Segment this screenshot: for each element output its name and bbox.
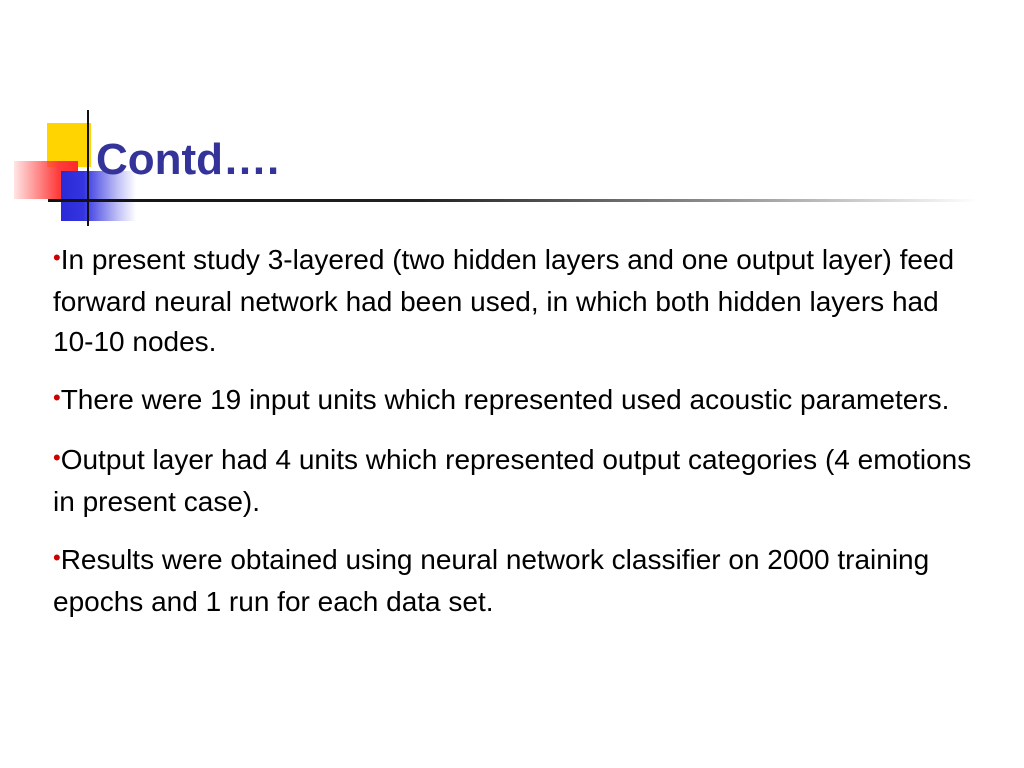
- bullet-item: •In present study 3-layered (two hidden …: [53, 240, 983, 362]
- bullet-item: •Results were obtained using neural netw…: [53, 540, 983, 622]
- bullet-dot-icon: •: [53, 445, 61, 470]
- bullet-item: •Output layer had 4 units which represen…: [53, 440, 983, 522]
- logo-vertical-line: [87, 110, 89, 226]
- bullet-dot-icon: •: [53, 385, 61, 410]
- overlapping-squares-logo-icon: [0, 0, 140, 240]
- bullet-list: •In present study 3-layered (two hidden …: [53, 240, 983, 640]
- slide-title: Contd….: [96, 135, 280, 184]
- bullet-dot-icon: •: [53, 245, 61, 270]
- bullet-item: •There were 19 input units which represe…: [53, 380, 983, 422]
- bullet-text: In present study 3-layered (two hidden l…: [53, 244, 955, 357]
- logo-yellow-square: [47, 123, 91, 167]
- logo-blue-square: [61, 171, 136, 221]
- bullet-text: There were 19 input units which represen…: [60, 384, 950, 415]
- bullet-text: Results were obtained using neural netwo…: [53, 544, 930, 617]
- bullet-text: Output layer had 4 units which represent…: [53, 444, 972, 517]
- title-underline: [48, 199, 978, 202]
- bullet-dot-icon: •: [53, 545, 61, 570]
